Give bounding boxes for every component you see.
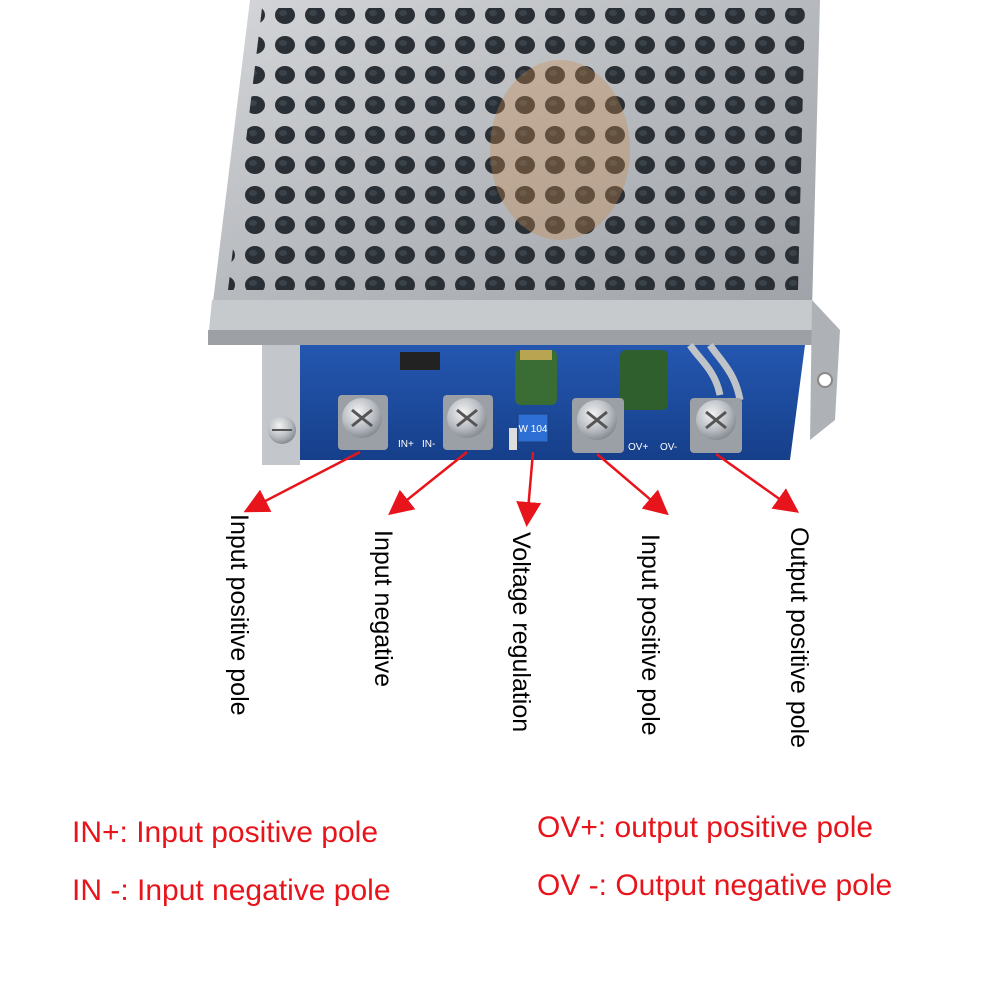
callout-input-positive: Input positive pole — [225, 514, 253, 716]
mounting-bracket — [262, 345, 300, 465]
terminal-ov-plus: OV+ — [572, 398, 648, 453]
pot-marking: W 104 — [519, 424, 548, 435]
pcb-board: W 104 — [300, 342, 805, 460]
callout-output-input-positive: Input positive pole — [636, 534, 664, 736]
legend-in-plus: IN+: Input positive pole — [72, 816, 379, 849]
terminal-in-plus: IN+ — [338, 395, 414, 450]
label-in-minus: IN- — [422, 439, 435, 450]
callout-arrows — [243, 450, 800, 527]
legend-ov-plus: OV+: output positive pole — [537, 811, 874, 844]
callout-input-negative: Input negative — [369, 530, 397, 688]
arrow-input-negative — [388, 451, 468, 516]
arrow-output-input-positive — [596, 453, 669, 516]
terminal-in-minus: IN- — [422, 395, 493, 450]
arrow-output-positive — [715, 452, 800, 513]
arrow-input-positive — [243, 450, 361, 513]
callout-voltage-regulation: Voltage regulation — [507, 532, 535, 733]
terminal-ov-minus: OV- — [660, 398, 742, 453]
chassis-cover — [208, 0, 840, 440]
label-in-plus: IN+ — [398, 439, 414, 450]
label-ov-minus: OV- — [660, 442, 677, 453]
arrow-voltage-regulation — [516, 451, 542, 527]
legend-in-minus: IN -: Input negative pole — [72, 874, 391, 907]
legend-ov-minus: OV -: Output negative pole — [537, 869, 893, 902]
label-ov-plus: OV+ — [628, 442, 648, 453]
callout-output-positive: Output positive pole — [785, 527, 813, 748]
